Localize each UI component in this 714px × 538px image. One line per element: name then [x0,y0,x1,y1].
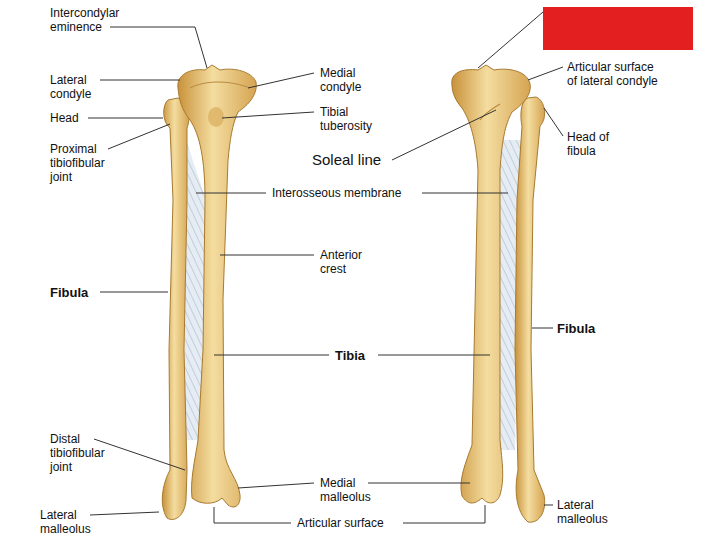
part-label: Lateral malleolus [40,508,120,536]
leader-lines [88,12,563,523]
leader-line [544,108,563,136]
anterior-view [162,65,256,519]
leader-line [214,507,291,523]
tibia-bone [178,65,256,507]
part-label: Intercondylar eminence [50,6,150,34]
part-label: Proximal tibiofibular joint [50,142,125,184]
leader-line [222,112,314,118]
leader-line [94,439,185,470]
redaction-box [543,7,693,50]
part-label: Tibia [335,348,365,363]
part-label: Lateral malleolus [557,498,637,526]
soleal-ridge [480,104,500,120]
leader-line [368,483,470,484]
part-label: Fibula [50,285,88,300]
part-label: Anterior crest [320,248,390,276]
leader-line [88,118,163,119]
leader-line [544,505,553,506]
leader-line [392,110,496,160]
leader-line [220,255,314,256]
leader-line [214,355,329,356]
part-label: Articular surface [297,516,384,530]
leader-line [422,193,508,194]
part-label: Head of fibula [567,130,627,158]
part-label: Interosseous membrane [272,186,401,200]
part-label: Medial condyle [320,66,400,94]
tibial-tuberosity-mark [208,107,224,127]
condyle-edge [190,82,250,88]
tibia-bone [452,65,530,503]
fibula-bone [162,98,189,519]
part-label: Tibial tuberosity [320,105,400,133]
leader-line [100,80,180,81]
part-label: Distal tibiofibular joint [50,432,125,474]
part-label: Lateral condyle [50,73,130,101]
leader-line [528,67,563,80]
leader-line [110,27,207,68]
posterior-view [452,65,545,522]
leader-line [403,505,485,523]
part-label: Head [50,111,130,125]
leader-line [108,124,170,149]
part-label: Fibula [557,321,595,336]
leader-line [478,12,543,68]
leader-line [90,512,159,515]
leader-line [378,355,490,356]
leader-line [248,73,314,88]
part-label: Medial malleolus [320,476,400,504]
leader-line [238,483,314,488]
part-label: Articular surface of lateral condyle [567,60,662,88]
fibula-bone [515,97,545,522]
leader-line [100,292,168,293]
leader-line [532,328,553,329]
leader-line [196,193,266,194]
part-label: Soleal line [312,151,381,169]
